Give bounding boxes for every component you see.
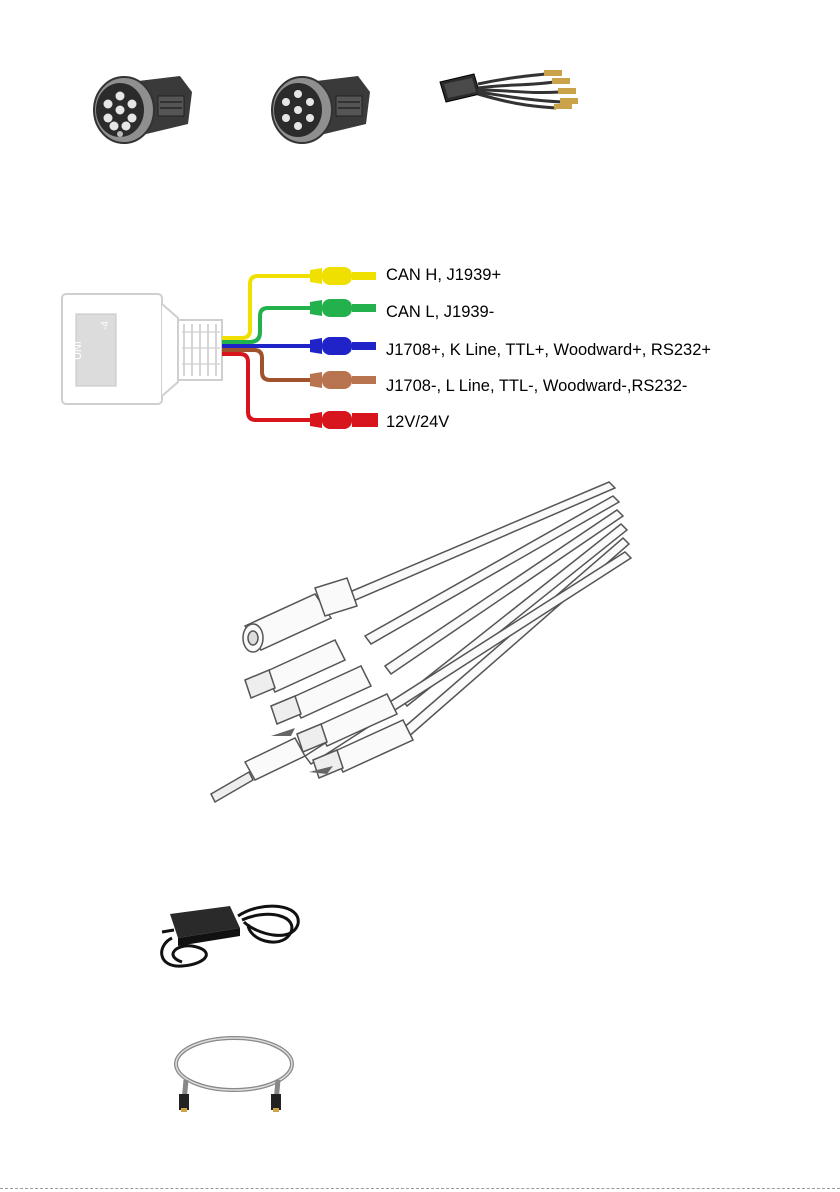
housing-label: UNI [72, 341, 84, 360]
deutsch-9pin-adapter-image-1 [80, 62, 198, 154]
wire-label-power: 12V/24V [386, 413, 449, 432]
page-footer-divider [0, 1188, 840, 1189]
wire-label-j1708-plus: J1708+, K Line, TTL+, Woodward+, RS232+ [386, 341, 711, 360]
uni-cable-wiring-diagram: UNI -4 [60, 258, 390, 438]
wire-label-can-l: CAN L, J1939- [386, 303, 494, 322]
test-probe-leads-image [205, 476, 635, 806]
wire-label-j1708-minus: J1708-, L Line, TTL-, Woodward-,RS232- [386, 377, 687, 396]
wire-label-can-h: CAN H, J1939+ [386, 266, 501, 285]
deutsch-9pin-adapter-image-2 [258, 62, 376, 154]
power-adapter-image [152, 894, 312, 974]
coax-cable-image [166, 1022, 302, 1114]
housing-label-2: -4 [100, 321, 111, 330]
obd-uni-breakout-cable-image [436, 64, 596, 110]
